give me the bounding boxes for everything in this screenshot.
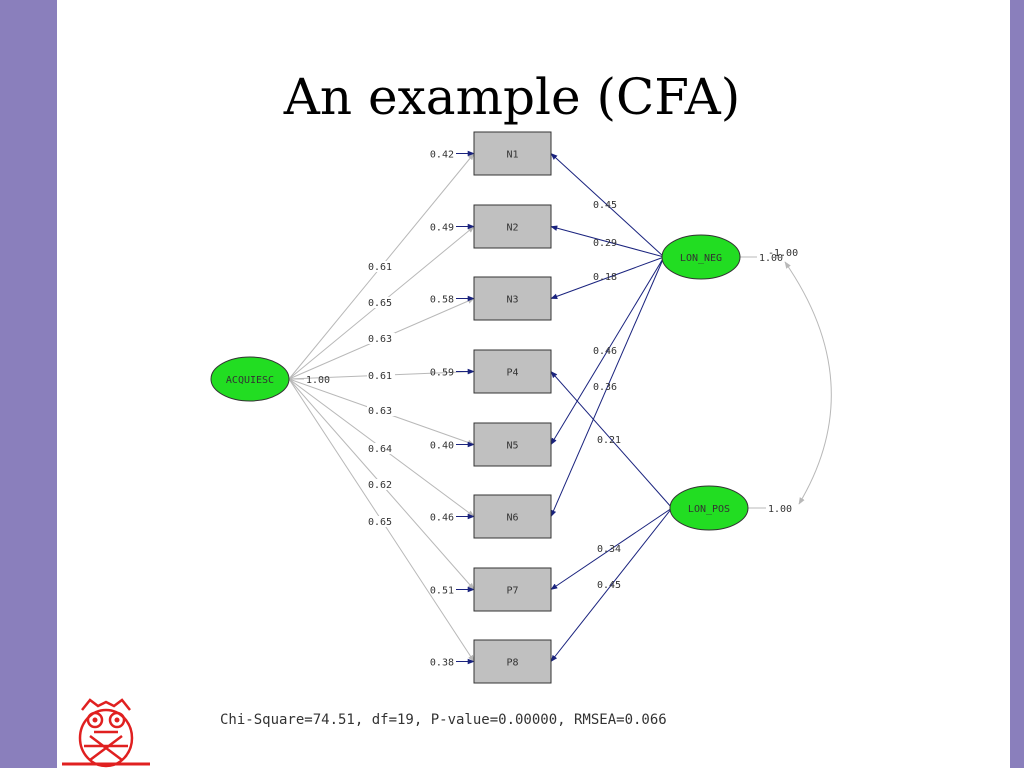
label-backdrop [367, 261, 395, 272]
error-variance-n3: 0.58 [430, 295, 454, 306]
loading-path-lon_pos-p7 [550, 507, 673, 590]
error-variance-p4: 0.59 [430, 368, 454, 379]
label-backdrop [367, 443, 395, 454]
loading-value: 0.34 [597, 544, 621, 555]
indicator-box-p8 [473, 639, 552, 684]
loading-path-lon_neg-n2 [550, 225, 665, 258]
label-backdrop [367, 405, 395, 416]
factor-variance-lon_pos: 1.00 [768, 504, 792, 515]
indicator-label-n2: N2 [506, 223, 518, 234]
indicator-label-p4: P4 [506, 368, 518, 379]
label-backdrop [367, 297, 395, 308]
error-variance-n6: 0.46 [430, 513, 454, 524]
factor-correlation-value: -1.00 [768, 248, 798, 259]
factor-correlation-path [784, 261, 832, 505]
loading-path-lon_pos-p8 [550, 507, 673, 663]
indicator-label-p8: P8 [506, 658, 518, 669]
loading-value: 0.62 [368, 480, 392, 491]
error-variance-p7: 0.51 [430, 586, 454, 597]
slide-title: An example (CFA) [283, 68, 741, 126]
indicator-box-n5 [473, 422, 552, 467]
indicator-label-p7: P7 [506, 586, 518, 597]
label-backdrop [367, 370, 395, 381]
indicator-label-n1: N1 [506, 150, 518, 161]
loading-value: 0.61 [368, 371, 392, 382]
error-variance-n1: 0.42 [430, 150, 454, 161]
loading-value: 0.63 [368, 406, 392, 417]
latent-factor-lon_pos [669, 485, 749, 531]
loading-value: 0.18 [593, 272, 617, 283]
factor-variance-acquiesc: 1.00 [306, 375, 330, 386]
latent-factor-acquiesc [210, 356, 290, 402]
indicator-box-n6 [473, 494, 552, 539]
loading-value: 0.29 [593, 238, 617, 249]
indicator-label-n5: N5 [506, 441, 518, 452]
indicator-box-n3 [473, 276, 552, 321]
loading-value: 0.63 [368, 334, 392, 345]
loading-value: 0.45 [593, 200, 617, 211]
latent-label-lon_neg: LON_NEG [680, 253, 722, 264]
loading-value: 0.65 [368, 517, 392, 528]
loading-path-lon_pos-p4 [550, 370, 673, 509]
label-backdrop [367, 479, 395, 490]
indicator-box-p4 [473, 349, 552, 394]
indicator-box-p7 [473, 567, 552, 612]
loading-path-lon_neg-n1 [550, 153, 665, 258]
loading-value: 0.65 [368, 298, 392, 309]
error-variance-p8: 0.38 [430, 658, 454, 669]
loading-value: 0.36 [593, 382, 617, 393]
factor-variance-lon_neg: 1.00 [759, 253, 783, 264]
indicator-box-n2 [473, 204, 552, 249]
loading-path-lon_neg-n5 [550, 256, 665, 446]
loading-value: 0.46 [593, 346, 617, 357]
indicator-label-n6: N6 [506, 513, 518, 524]
latent-factor-lon_neg [661, 234, 741, 280]
loading-value: 0.45 [597, 580, 621, 591]
loading-value: 0.61 [368, 262, 392, 273]
indicator-box-n1 [473, 131, 552, 176]
loading-value: 0.21 [597, 435, 621, 446]
loading-path-lon_neg-n6 [550, 256, 665, 518]
label-backdrop [367, 333, 395, 344]
loading-path-lon_neg-n3 [550, 256, 665, 299]
error-variance-n5: 0.40 [430, 441, 454, 452]
label-backdrop [367, 516, 395, 527]
loading-value: 0.64 [368, 444, 392, 455]
error-variance-n2: 0.49 [430, 223, 454, 234]
latent-label-lon_pos: LON_POS [688, 504, 730, 515]
fit-statistics: Chi-Square=74.51, df=19, P-value=0.00000… [220, 712, 667, 728]
latent-label-acquiesc: ACQUIESC [226, 375, 274, 386]
owl-icon [62, 698, 150, 768]
indicator-label-n3: N3 [506, 295, 518, 306]
